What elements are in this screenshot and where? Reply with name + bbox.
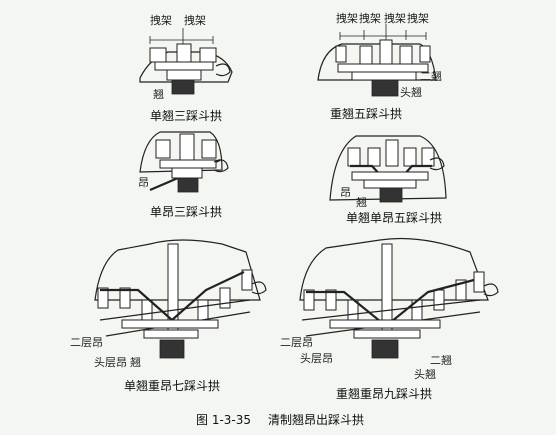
diagram-title: 单昂三踩斗拱 (150, 205, 222, 219)
diagram-title: 单翘重昂七踩斗拱 (124, 379, 220, 393)
diagram-title: 重翘重昂九踩斗拱 (336, 387, 432, 401)
diagram-danqiao-sancai: 拽架 拽架 翘 单翘三踩斗拱 (139, 13, 233, 123)
diagram-danqiao-chongang-qicai: 二层昂 头层昂 翘 单翘重昂七踩斗拱 (70, 239, 267, 393)
label-zhuaijia-c: 拽架 (384, 11, 406, 25)
diagram-danang-sancai: 昂 单昂三踩斗拱 (138, 131, 229, 219)
diagram-title: 重翘五踩斗拱 (330, 107, 402, 121)
label-erqiao: 二翘 (430, 354, 452, 367)
diagram-danqiao-danang-wucai: 昂 翘 单翘单昂五踩斗拱 (329, 135, 447, 225)
label-erceng-ang: 二层昂 (280, 336, 313, 349)
label-erceng-ang: 二层昂 (70, 336, 103, 349)
figure-title: 清制翘昂出踩斗拱 (268, 413, 364, 427)
label-zhuaijia-2: 拽架 (184, 13, 206, 27)
label-ang: 昂 (138, 176, 149, 189)
label-ang: 昂 (340, 186, 351, 199)
label-touceng-ang: 头层昂 (300, 352, 333, 365)
label-zhuaijia-b: 拽架 (359, 11, 381, 25)
label-qiao: 翘 (130, 356, 141, 369)
label-zhuaijia-a: 拽架 (336, 11, 358, 25)
label-erqiao: 二翘 (420, 70, 442, 83)
figure-number: 图 1-3-35 (196, 413, 251, 427)
diagram-chongqiao-wucai: 拽架 拽架 拽架 拽架 二翘 头翘 重翘五踩斗拱 (317, 11, 442, 121)
label-toujiao: 头翘 (414, 368, 436, 381)
label-qiao: 翘 (356, 196, 367, 209)
diagram-title: 单翘单昂五踩斗拱 (346, 211, 442, 225)
label-touceng-ang: 头层昂 (94, 356, 127, 369)
label-qiao: 翘 (153, 88, 164, 101)
diagram-chongqiao-chongang-jiucai: 二层昂 头层昂 二翘 头翘 重翘重昂九踩斗拱 (280, 237, 499, 401)
label-zhuaijia-1: 拽架 (150, 13, 172, 27)
label-toujiao: 头翘 (400, 86, 422, 99)
label-zhuaijia-d: 拽架 (407, 11, 429, 25)
diagram-title: 单翘三踩斗拱 (150, 109, 222, 123)
